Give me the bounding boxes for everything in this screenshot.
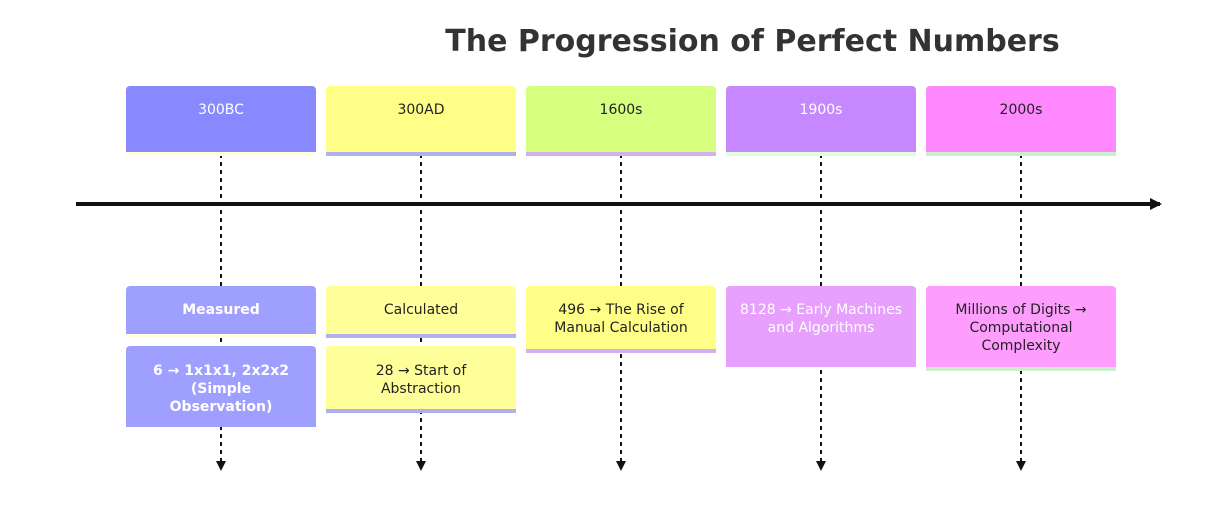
period-underline: [726, 152, 916, 156]
event-six: 6 → 1x1x1, 2x2x2 (Simple Observation): [126, 346, 316, 427]
period-label: 1600s: [599, 102, 643, 118]
period-underline: [126, 152, 316, 156]
event-twenty-eight: 28 → Start of Abstraction: [326, 346, 516, 413]
period-underline: [526, 152, 716, 156]
period-underline: [926, 152, 1116, 156]
event-millions-of-digits: Millions of Digits → Computational Compl…: [926, 286, 1116, 371]
event-text: Calculated: [383, 302, 459, 318]
event-eight-one-two-eight: 8128 → Early Machines and Algorithms: [726, 286, 916, 367]
event-underline: [126, 334, 316, 338]
event-text: 496 → The Rise of Manual Calculation: [554, 302, 688, 336]
event-calculated: Calculated: [326, 286, 516, 338]
event-text: 28 → Start of Abstraction: [375, 363, 467, 397]
period-300bc: 300BC: [126, 86, 316, 156]
period-label: 1900s: [799, 102, 843, 118]
event-underline: [326, 409, 516, 413]
period-underline: [326, 152, 516, 156]
event-underline: [326, 334, 516, 338]
period-1900s: 1900s: [726, 86, 916, 156]
event-text: Measured: [182, 302, 260, 318]
period-label: 300AD: [397, 102, 445, 118]
period-label: 2000s: [999, 102, 1043, 118]
period-2000s: 2000s: [926, 86, 1116, 156]
diagram-title: The Progression of Perfect Numbers: [445, 24, 1060, 59]
event-text: Millions of Digits → Computational Compl…: [955, 302, 1087, 354]
event-text: 6 → 1x1x1, 2x2x2 (Simple Observation): [153, 363, 289, 415]
period-300ad: 300AD: [326, 86, 516, 156]
event-four-ninety-six: 496 → The Rise of Manual Calculation: [526, 286, 716, 353]
event-measured: Measured: [126, 286, 316, 338]
event-underline: [926, 367, 1116, 371]
period-label: 300BC: [198, 102, 244, 118]
event-text: 8128 → Early Machines and Algorithms: [740, 302, 902, 336]
period-1600s: 1600s: [526, 86, 716, 156]
event-underline: [526, 349, 716, 353]
